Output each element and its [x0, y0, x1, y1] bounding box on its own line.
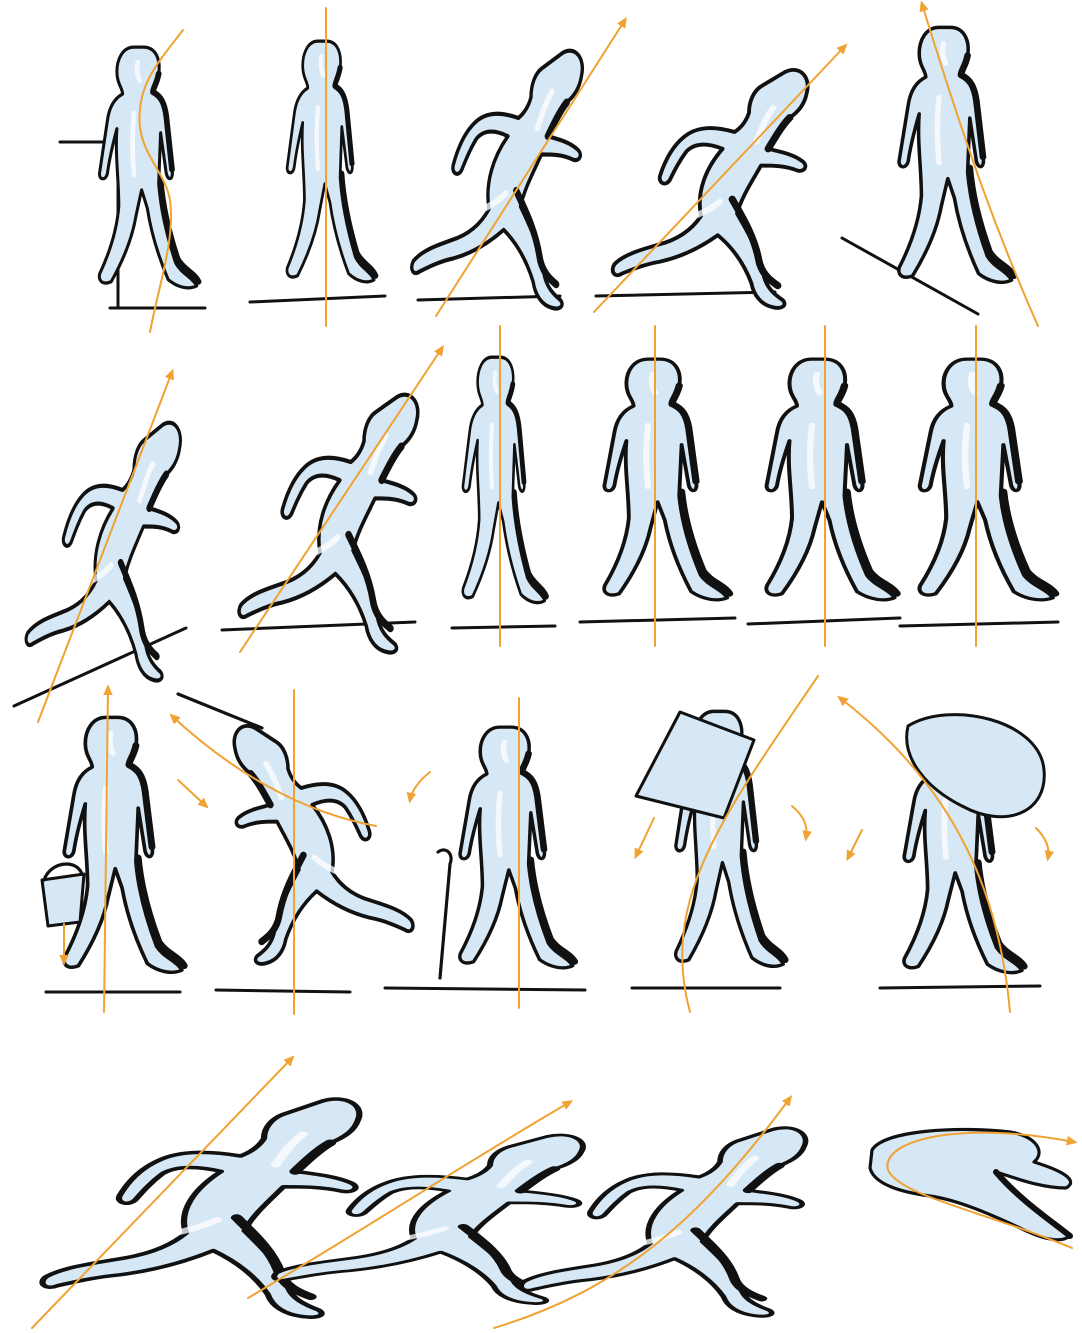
- figure-walking-with-cane: [385, 698, 585, 1008]
- figure-running-lean: [412, 20, 625, 316]
- rope-prop: [178, 694, 262, 728]
- figure-climbing-uphill: [14, 372, 186, 722]
- figure-pulling-rope: [172, 690, 413, 1014]
- figure-pushing-off: [222, 348, 442, 652]
- figure-carrying-sack: [840, 698, 1049, 1012]
- bucket-prop: [42, 874, 84, 926]
- figure-walk-pass: [452, 326, 555, 646]
- figure-rising-from-support: [60, 30, 205, 332]
- figure-carrying-box: [632, 676, 818, 1012]
- figure-standing-run: [250, 8, 385, 326]
- figure-walk-stride-wide: [900, 326, 1058, 646]
- figure-carrying-bucket: [42, 688, 206, 1012]
- figure-running-downhill: [842, 4, 1038, 326]
- figure-sprint-lean: [594, 46, 845, 312]
- figure-falling-slide: [870, 1129, 1074, 1248]
- figure-walk-stride: [748, 326, 900, 646]
- cane-prop: [438, 850, 451, 978]
- figure-walk-step: [580, 326, 735, 646]
- figure-lunge-run: [494, 1098, 806, 1328]
- figure-sprint-start: [32, 1058, 359, 1328]
